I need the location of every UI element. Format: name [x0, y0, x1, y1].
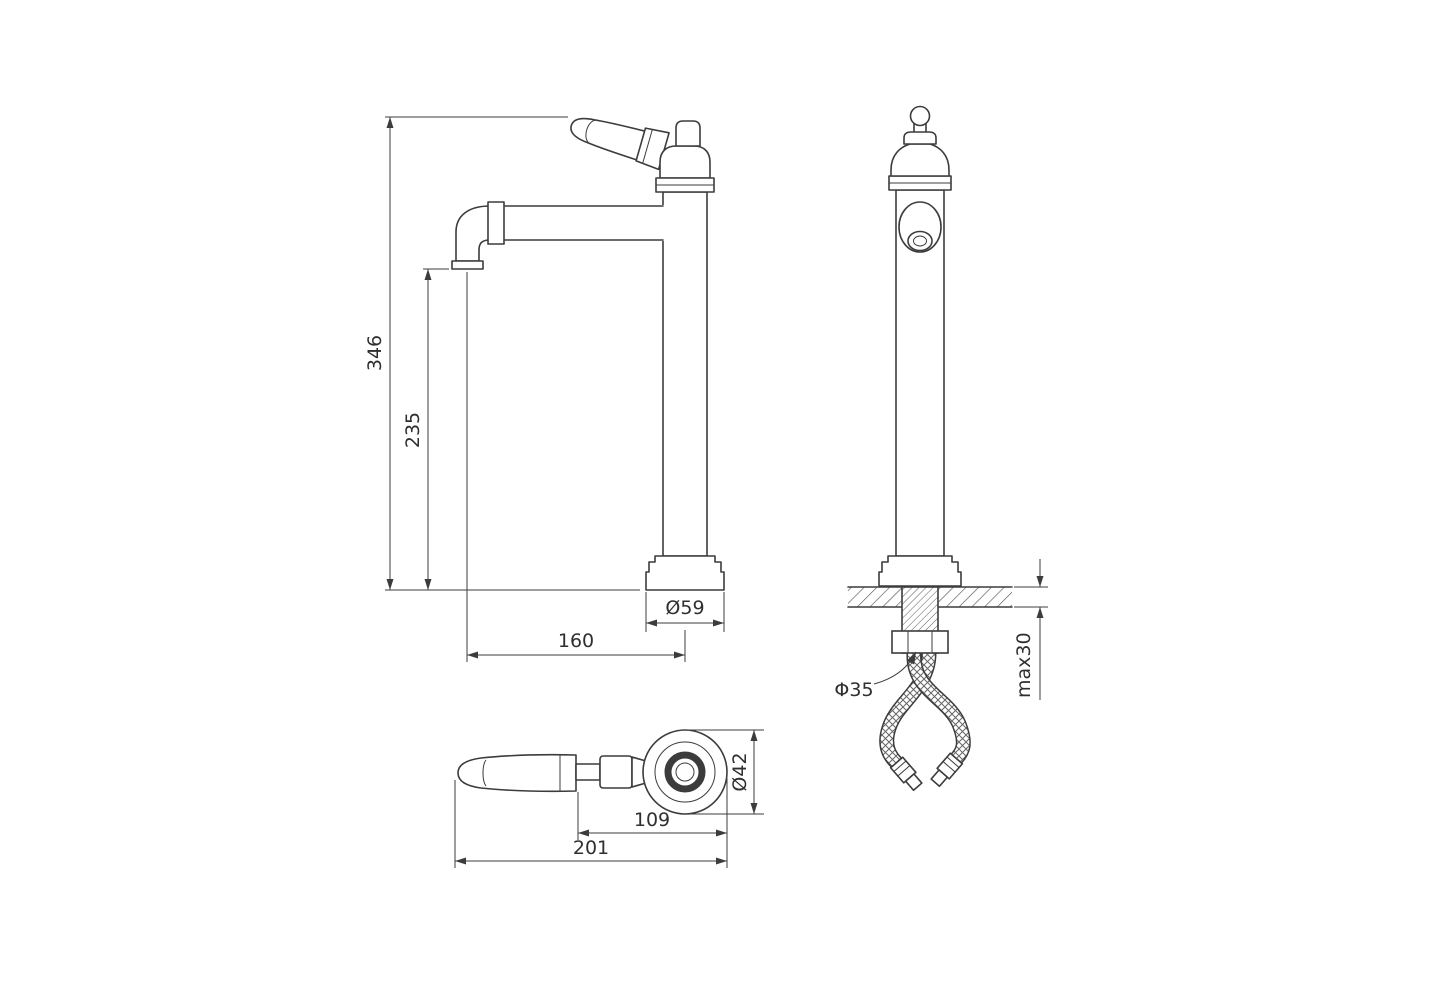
side-handle-knob: [909, 105, 931, 127]
dim-label-346: 346: [364, 335, 386, 371]
dim-base-diameter: Ø59: [645, 592, 725, 632]
side-dome: [890, 143, 950, 177]
flex-hoses: [879, 652, 971, 792]
top-body-circles: [642, 729, 728, 815]
dim-label-o42: Ø42: [729, 752, 751, 791]
hose-fitting-left: [889, 756, 923, 792]
dim-spout-height: 235: [402, 268, 449, 590]
front-view: 346 235 Ø59 160: [364, 116, 725, 662]
dim-top-diameter: Ø42: [690, 729, 764, 815]
dim-label-160: 160: [558, 630, 594, 652]
hose-fitting-right: [930, 752, 964, 788]
dim-hole-diameter: Φ35: [834, 651, 917, 701]
dim-label-f35: Φ35: [834, 679, 873, 701]
dim-spout-reach: 160: [466, 272, 686, 662]
front-body-column: [662, 191, 708, 557]
front-housing: [659, 145, 711, 179]
handle-grip: [570, 117, 648, 162]
front-hub-cap: [675, 120, 701, 147]
side-cap: [903, 131, 937, 145]
dim-handle-to-body: 109: [577, 778, 728, 868]
top-handle-neck: [575, 763, 601, 781]
side-base: [878, 555, 962, 587]
front-handle-lever: [570, 117, 670, 171]
dim-label-109: 109: [634, 809, 670, 831]
side-view: Φ35 max30: [834, 105, 1048, 792]
spout-bend: [455, 205, 491, 262]
top-handle-grip: [457, 753, 577, 793]
dim-label-o59: Ø59: [665, 597, 704, 619]
side-spout-opening: [898, 201, 942, 253]
dim-max-thickness: max30: [1013, 559, 1048, 700]
dim-overall-depth: 201: [454, 780, 727, 868]
top-view: Ø42 109 201: [454, 729, 764, 868]
dim-label-235: 235: [402, 412, 424, 448]
top-handle-ferrule: [599, 755, 633, 789]
dim-total-height: 346: [364, 116, 640, 591]
front-base: [645, 555, 725, 591]
dim-label-max30: max30: [1013, 632, 1035, 698]
mounting-nut: [891, 630, 949, 654]
spout-collar: [487, 201, 505, 245]
dim-label-201: 201: [573, 837, 609, 859]
spout-outlet-rim: [451, 260, 484, 270]
